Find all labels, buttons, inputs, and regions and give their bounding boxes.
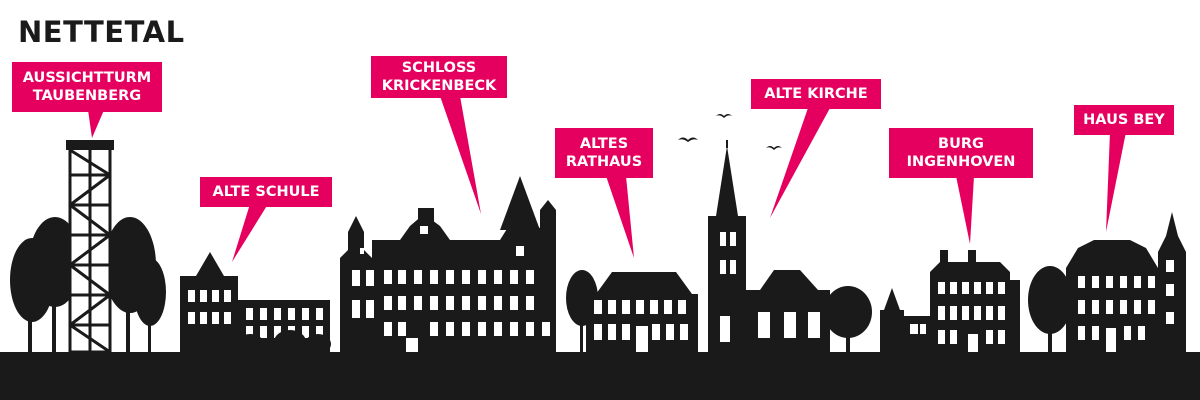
haus-bey-building bbox=[1066, 212, 1186, 352]
pointer-schloss bbox=[440, 96, 481, 214]
schloss-krickenbeck-building bbox=[340, 176, 556, 352]
pointer-alte-schule bbox=[232, 204, 268, 262]
pointer-rathaus bbox=[606, 176, 634, 258]
page-title: NETTETAL bbox=[18, 15, 185, 49]
aussichtsturm-tower bbox=[66, 140, 114, 354]
tree-group-aussichtsturm bbox=[10, 217, 166, 352]
label-text: ALTE SCHULE bbox=[212, 184, 320, 200]
ground bbox=[0, 352, 1200, 400]
silhouettes bbox=[0, 140, 1200, 400]
pointer-kirche bbox=[770, 108, 830, 218]
burg-ingenhoven-building bbox=[880, 250, 1072, 352]
label-haus-bey: HAUS BEY bbox=[1074, 105, 1174, 135]
pointer-burg bbox=[956, 176, 974, 244]
alte-schule-building bbox=[180, 252, 331, 354]
pointer-aussichtsturm bbox=[88, 110, 104, 138]
bird-icon bbox=[716, 114, 732, 118]
bird-icon bbox=[766, 146, 782, 150]
label-text: HAUS BEY bbox=[1083, 112, 1165, 128]
alte-kirche-building bbox=[708, 140, 872, 352]
birds bbox=[678, 114, 782, 150]
pointer-haus-bey bbox=[1106, 132, 1126, 232]
label-text: ALTE KIRCHE bbox=[764, 86, 868, 102]
callout-pointers bbox=[88, 96, 1126, 262]
label-alte-kirche: ALTE KIRCHE bbox=[751, 79, 881, 109]
label-alte-schule: ALTE SCHULE bbox=[200, 177, 332, 207]
bird-icon bbox=[678, 137, 698, 142]
altes-rathaus-building bbox=[566, 270, 698, 352]
